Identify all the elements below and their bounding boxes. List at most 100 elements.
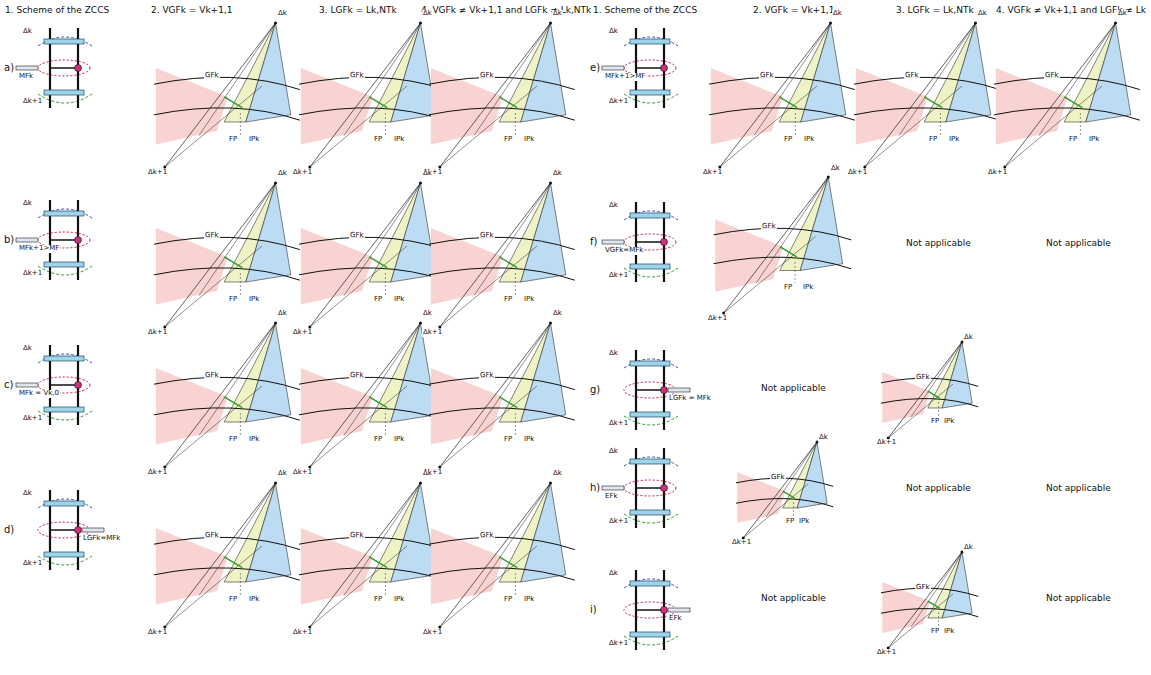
curve-line	[881, 399, 978, 407]
ray-line	[474, 183, 551, 296]
force-arrow	[602, 486, 624, 490]
curve-line	[154, 268, 300, 280]
pink-region	[711, 68, 783, 145]
ray-line	[310, 183, 421, 327]
ray-line	[165, 246, 262, 327]
ray-line	[310, 386, 407, 467]
green-segment	[1064, 97, 1082, 108]
blue-region	[942, 342, 972, 408]
leader-line	[793, 502, 794, 517]
pink-node	[661, 239, 668, 246]
point-label: IPk	[802, 284, 814, 292]
green-segment	[224, 557, 242, 568]
point-label: GFk	[349, 532, 365, 540]
point-label: Δk+1	[707, 315, 728, 323]
blue-dashed-arc	[38, 209, 92, 218]
point-label: Δk+1	[292, 469, 313, 477]
blue-dashed-arc	[624, 211, 678, 220]
ray-line	[310, 323, 421, 467]
blue-bar	[630, 510, 670, 515]
ray-line	[344, 323, 421, 436]
blue-region	[942, 552, 972, 618]
blue-bar	[630, 581, 670, 586]
ray-line	[165, 483, 276, 627]
blue-region	[521, 323, 566, 422]
point-dot	[274, 22, 277, 25]
green-dashed-arc	[624, 416, 678, 425]
pink-node	[75, 65, 82, 72]
leader-line	[938, 402, 939, 417]
point-label: Δk+1	[847, 169, 868, 177]
blue-bar	[44, 552, 84, 557]
blue-dashed-arc	[624, 359, 678, 368]
blue-region	[946, 23, 991, 122]
point-label: FP	[228, 436, 238, 444]
green-segment	[779, 97, 797, 108]
leader-line	[515, 573, 516, 596]
ray-line	[865, 86, 962, 167]
ray-line	[720, 23, 831, 167]
ray-line	[756, 177, 828, 283]
link-line	[636, 67, 664, 69]
point-label: Δk	[422, 310, 433, 318]
condition-label: MFk+1>MF	[18, 245, 60, 253]
curve-line	[854, 108, 1000, 120]
blue-region	[246, 483, 291, 582]
point-label: GFk	[349, 372, 365, 380]
point-label: Δk	[552, 10, 563, 18]
blue-region	[797, 442, 827, 508]
green-segment	[224, 257, 242, 268]
point-label: Δk	[608, 350, 619, 358]
point-label: Δk	[422, 170, 433, 178]
ray-line	[165, 23, 276, 167]
condition-label: MFk+1>MF	[604, 73, 646, 81]
blue-region	[391, 23, 436, 122]
point-dot	[549, 182, 552, 185]
blue-bar	[44, 262, 84, 267]
point-label: GFk	[915, 584, 931, 592]
ray-line	[911, 342, 962, 417]
blue-region	[391, 183, 436, 282]
point-label: FP	[503, 596, 513, 604]
curve-line	[429, 568, 575, 580]
point-label: Δk+1	[22, 270, 43, 278]
column-heading: 2. VGFk = Vk+1,1	[150, 6, 233, 16]
ray-line	[865, 23, 976, 167]
curve-line	[854, 77, 1000, 89]
point-label: IPk	[803, 136, 815, 144]
leader-line	[1080, 113, 1081, 136]
force-arrow	[82, 528, 104, 532]
point-label: Δk+1	[608, 518, 629, 526]
blue-region	[391, 483, 436, 582]
point-label: IPk	[248, 596, 260, 604]
point-label: Δk	[422, 10, 433, 18]
point-label: Δk+1	[876, 649, 897, 657]
green-segment	[369, 397, 387, 408]
point-label: FP	[503, 436, 513, 444]
blue-bar	[44, 90, 84, 95]
point-label: Δk+1	[608, 272, 629, 280]
point-label: Δk	[422, 470, 433, 478]
condition-label: EFk	[668, 615, 683, 623]
point-label: IPk	[393, 596, 405, 604]
ray-line	[474, 483, 551, 596]
point-label: GFk	[915, 374, 931, 382]
green-segment	[499, 97, 517, 108]
curve-line	[299, 108, 445, 120]
point-label: Δk+1	[608, 640, 629, 648]
curve-line	[154, 568, 300, 580]
green-segment	[499, 397, 517, 408]
point-dot	[549, 482, 552, 485]
link-line	[636, 487, 664, 489]
blue-bar	[630, 412, 670, 417]
green-dashed-arc	[38, 411, 92, 420]
ray-line	[1005, 23, 1116, 167]
point-label: Δk	[22, 490, 33, 498]
curve-line	[714, 228, 852, 240]
point-label: Δk	[277, 10, 288, 18]
point-label: GFk	[204, 372, 220, 380]
curve-line	[299, 77, 445, 89]
point-label: FP	[503, 296, 513, 304]
ray-line	[888, 384, 953, 438]
green-segment	[224, 397, 242, 408]
